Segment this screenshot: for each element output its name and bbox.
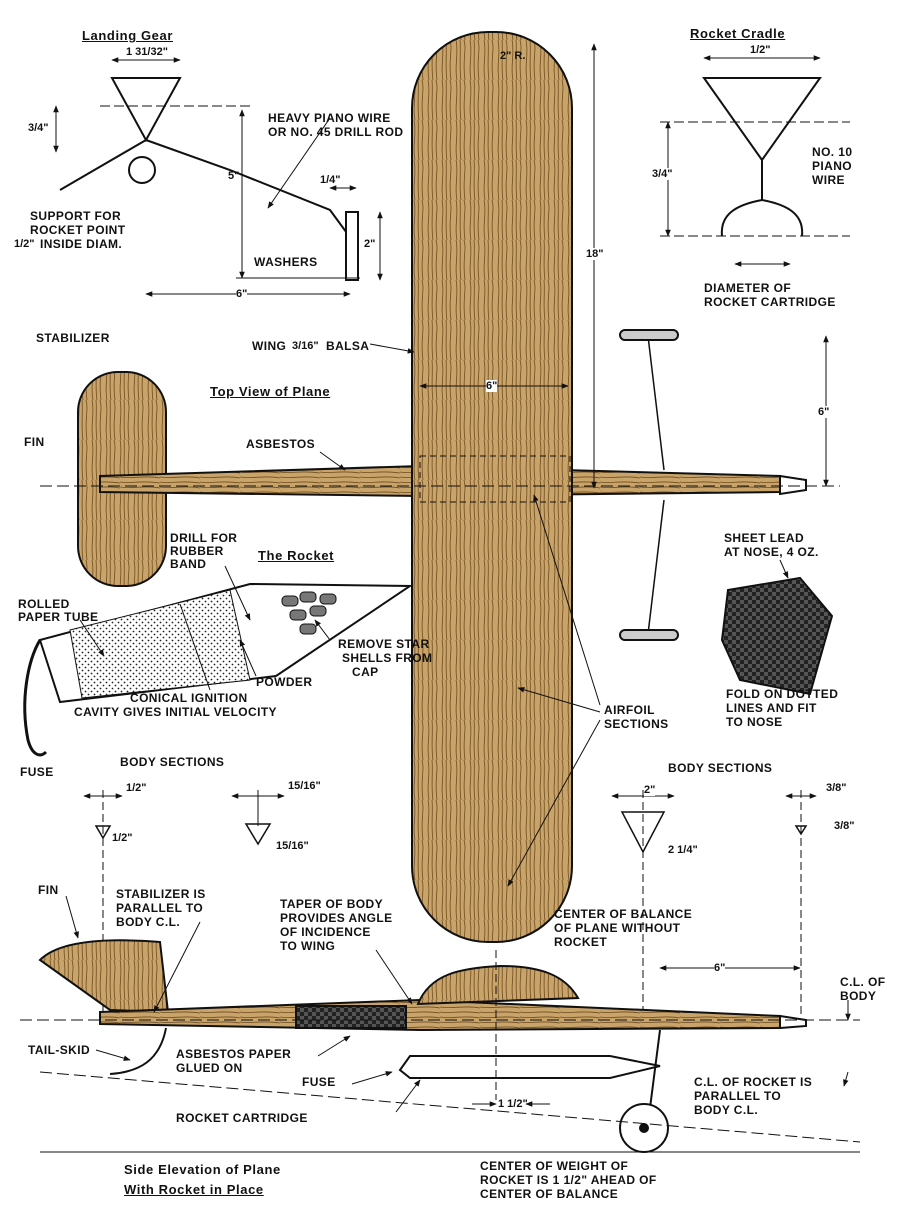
cradle-diameter-1: Diameter of <box>704 281 792 295</box>
cradle-wire-3: wire <box>812 173 845 187</box>
stabilizer-note-3: body C.L. <box>116 915 181 929</box>
sheet-lead-1: Sheet lead <box>724 531 805 545</box>
section4-width: 3/8" <box>826 782 847 794</box>
fin-label-side: Fin <box>38 883 59 897</box>
cl-rocket-2: parallel to <box>694 1089 782 1103</box>
asbestos-paper-1: Asbestos paper <box>176 1047 292 1061</box>
cl-rocket-1: C.L. of rocket is <box>694 1075 813 1089</box>
top-view-title: Top View of Plane <box>210 384 331 399</box>
wing-material: balsa <box>326 339 370 353</box>
cavity-note: cavity gives initial velocity <box>74 705 277 719</box>
taper-note-4: to wing <box>280 939 336 953</box>
stabilizer-note-2: parallel to <box>116 901 204 915</box>
asbestos-paper-2: glued on <box>176 1061 243 1075</box>
cradle-top-dimension: 1/2" <box>750 44 771 56</box>
remove-note-1: Remove star <box>338 637 430 651</box>
taper-note-2: provides angle <box>280 911 393 925</box>
asbestos-label: Asbestos <box>246 437 315 451</box>
landing-gear-6-dimension: 6" <box>236 288 248 300</box>
rocket-cutaway-drawing <box>23 565 414 757</box>
balance-note-2: of plane without <box>554 921 681 935</box>
fold-note-3: to nose <box>726 715 783 729</box>
cradle-diameter-2: rocket cartridge <box>704 295 836 309</box>
remove-note-2: shells from <box>342 651 433 665</box>
section2-side: 15/16" <box>276 840 309 852</box>
gear-spacing-dimension: 6" <box>818 406 830 418</box>
wing-radius: 2" R. <box>500 50 526 62</box>
drill-note-1: Drill for <box>170 531 238 545</box>
rolled-tube-1: Rolled <box>18 597 70 611</box>
section2-width: 15/16" <box>288 780 321 792</box>
body-sections-right: Body sections <box>668 761 773 775</box>
remove-note-3: cap <box>352 665 379 679</box>
rocket-cradle-title: Rocket Cradle <box>690 26 786 41</box>
washers-label: Washers <box>254 255 318 269</box>
cradle-wire-1: No. 10 <box>812 145 853 159</box>
fold-note-2: lines and fit <box>726 701 817 715</box>
drill-note-3: band <box>170 557 207 571</box>
side-elevation-drawing <box>20 895 861 1153</box>
fold-note-1: Fold on dotted <box>726 687 839 701</box>
tail-skid-label: Tail-skid <box>28 1043 91 1057</box>
cl-body-2: body <box>840 989 877 1003</box>
side-fuse-label: Fuse <box>302 1075 336 1089</box>
balance-note-3: rocket <box>554 935 608 949</box>
landing-gear-drawing <box>53 57 383 297</box>
support-dimension: 1/2" <box>14 238 35 250</box>
landing-gear-title: Landing Gear <box>82 28 173 43</box>
body-sections-left: Body sections <box>120 755 225 769</box>
landing-gear-2-dimension: 2" <box>364 238 376 250</box>
weight-note-2: rocket is 1 1/2" ahead of <box>480 1173 657 1187</box>
section4-side: 3/8" <box>834 820 855 832</box>
taper-note-3: of incidence <box>280 925 371 939</box>
top-view-drawing <box>40 31 840 943</box>
weight-note-1: Center of weight of <box>480 1159 629 1173</box>
section3-side: 2 1/4" <box>668 844 698 856</box>
support-note-2: rocket point <box>30 223 126 237</box>
conical-note: Conical ignition <box>130 691 248 705</box>
wire-note-2: or No. 45 drill rod <box>268 125 404 139</box>
side-1half-dimension: 1 1/2" <box>498 1098 528 1110</box>
support-note-1: Support for <box>30 209 122 223</box>
wing-chord-dimension: 6" <box>486 380 498 392</box>
support-note-3: inside diam. <box>40 237 123 251</box>
section1-width: 1/2" <box>126 782 147 794</box>
rocket-cradle-drawing <box>660 55 850 267</box>
cl-rocket-3: body C.L. <box>694 1103 759 1117</box>
wing-thickness: 3/16" <box>292 340 319 352</box>
cl-body-1: C.L. of <box>840 975 886 989</box>
wing-span-dimension: 18" <box>586 248 604 260</box>
landing-gear-height-dimension: 3/4" <box>28 122 49 134</box>
body-sections-drawing <box>83 790 817 1016</box>
landing-gear-quarter-dimension: 1/4" <box>320 174 341 186</box>
section3-width: 2" <box>644 784 656 796</box>
section1-side: 1/2" <box>112 832 133 844</box>
powder-label: Powder <box>256 675 313 689</box>
sheet-lead-2: at nose, 4 oz. <box>724 545 819 559</box>
rocket-fuse-label: Fuse <box>20 765 54 779</box>
cradle-wire-2: piano <box>812 159 853 173</box>
rolled-tube-2: paper tube <box>18 610 99 624</box>
cartridge-label: Rocket cartridge <box>176 1111 308 1125</box>
landing-gear-5-dimension: 5" <box>228 170 240 182</box>
wing-label: Wing <box>252 339 287 353</box>
drill-note-2: rubber <box>170 544 224 558</box>
airfoil-label-1: Airfoil <box>604 703 655 717</box>
side-elevation-title-2: With Rocket in Place <box>124 1182 264 1197</box>
fin-label-top: Fin <box>24 435 45 449</box>
stabilizer-note-1: Stabilizer is <box>116 887 206 901</box>
weight-note-3: center of balance <box>480 1187 619 1201</box>
airfoil-label-2: sections <box>604 717 669 731</box>
the-rocket-title: The Rocket <box>258 548 335 563</box>
stabilizer-label: Stabilizer <box>36 331 110 345</box>
balance-note-1: Center of balance <box>554 907 693 921</box>
side-elevation-title-1: Side Elevation of Plane <box>124 1162 281 1177</box>
landing-gear-top-dimension: 1 31/32" <box>126 46 168 58</box>
taper-note-1: Taper of body <box>280 897 383 911</box>
wire-note-1: Heavy piano wire <box>268 111 391 125</box>
side-6-dimension: 6" <box>714 962 726 974</box>
cradle-height-dimension: 3/4" <box>652 168 673 180</box>
